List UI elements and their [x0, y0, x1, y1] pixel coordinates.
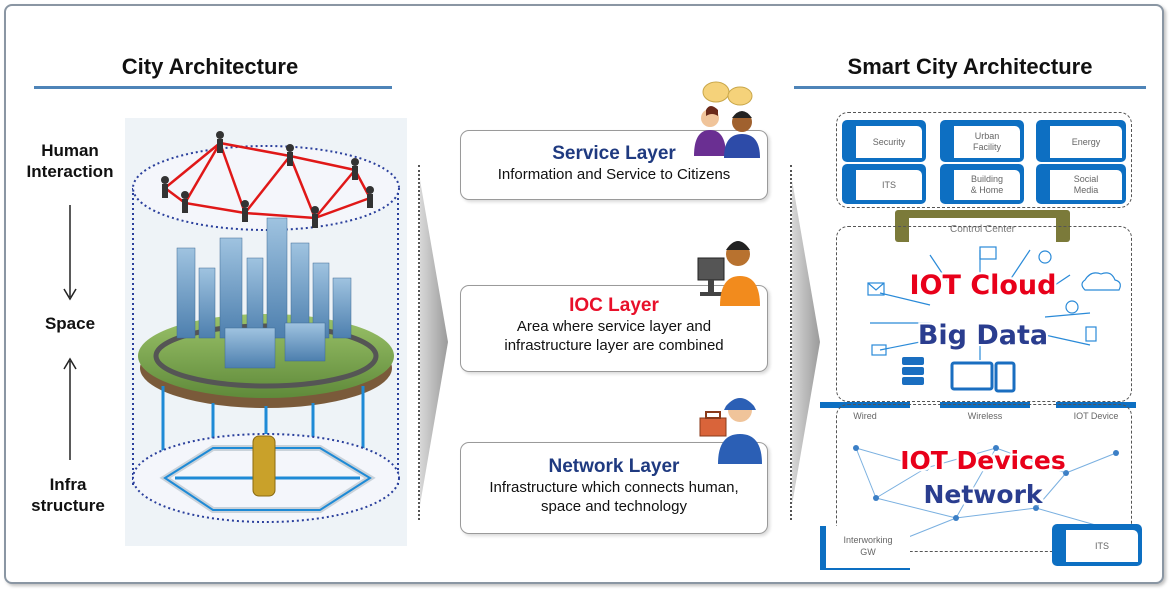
up-arrow-icon: [63, 357, 77, 460]
iot-network-panel: [836, 404, 1132, 552]
operator-monitor-icon: [697, 241, 760, 306]
cloud-network-graphic: [867, 246, 1121, 393]
infrastructure-label: Infra structure: [31, 475, 105, 515]
iot-devices-label: IOT Devices: [900, 446, 1066, 475]
chevron-right-icon: [420, 180, 448, 505]
technician-toolbox-icon: [699, 398, 762, 464]
smart-city-heading-rule: [794, 86, 1146, 89]
smart-city-architecture-heading: Smart City Architecture: [847, 54, 1093, 79]
citizens-chat-icon: [694, 81, 760, 158]
service-layer-description: Information and Service to Citizens: [497, 166, 731, 183]
ioc-layer-box: IOC Layer Area where service layer and i…: [460, 285, 768, 372]
down-arrow-icon: [63, 205, 77, 301]
chevron-right-icon: [792, 180, 820, 505]
device-tab-wired[interactable]: Wired: [820, 402, 910, 428]
network-layer-box: Network Layer Infrastructure which conne…: [460, 442, 768, 534]
network-label: Network: [923, 480, 1043, 509]
iot-cloud-label: IOT Cloud: [909, 270, 1057, 301]
city-layers-illustration: [125, 118, 407, 546]
ioc-layer-title: IOC Layer: [569, 295, 659, 316]
service-layer-title: Service Layer: [552, 143, 676, 164]
device-network-graphic: [853, 445, 1119, 541]
service-tile-social-media[interactable]: Social Media: [1036, 164, 1126, 204]
network-layer-title: Network Layer: [548, 456, 680, 477]
human-interaction-label: Human Interaction: [26, 141, 114, 181]
left-separator: [418, 165, 420, 520]
services-panel: [836, 112, 1132, 208]
its-device-tile[interactable]: ITS: [1052, 524, 1142, 566]
interworking-gw-tile[interactable]: Interworking GW: [820, 526, 910, 570]
service-tile-energy[interactable]: Energy: [1036, 120, 1126, 162]
city-heading-rule: [34, 86, 392, 89]
right-separator: [790, 165, 792, 520]
ioc-layer-description: Area where service layer and infrastruct…: [504, 318, 724, 354]
service-tile-its[interactable]: ITS: [842, 164, 926, 204]
network-layer-description: Infrastructure which connects human, spa…: [489, 479, 739, 515]
iot-cloud-panel: [836, 226, 1132, 402]
service-tile-security[interactable]: Security: [842, 120, 926, 162]
city-architecture-heading: City Architecture: [121, 54, 299, 79]
device-tab-wireless[interactable]: Wireless: [940, 402, 1030, 428]
service-tile-urban-facility[interactable]: Urban Facility: [940, 120, 1024, 162]
space-label: Space: [44, 314, 96, 333]
service-tile-building-home[interactable]: Building & Home: [940, 164, 1024, 204]
big-data-label: Big Data: [917, 320, 1049, 351]
